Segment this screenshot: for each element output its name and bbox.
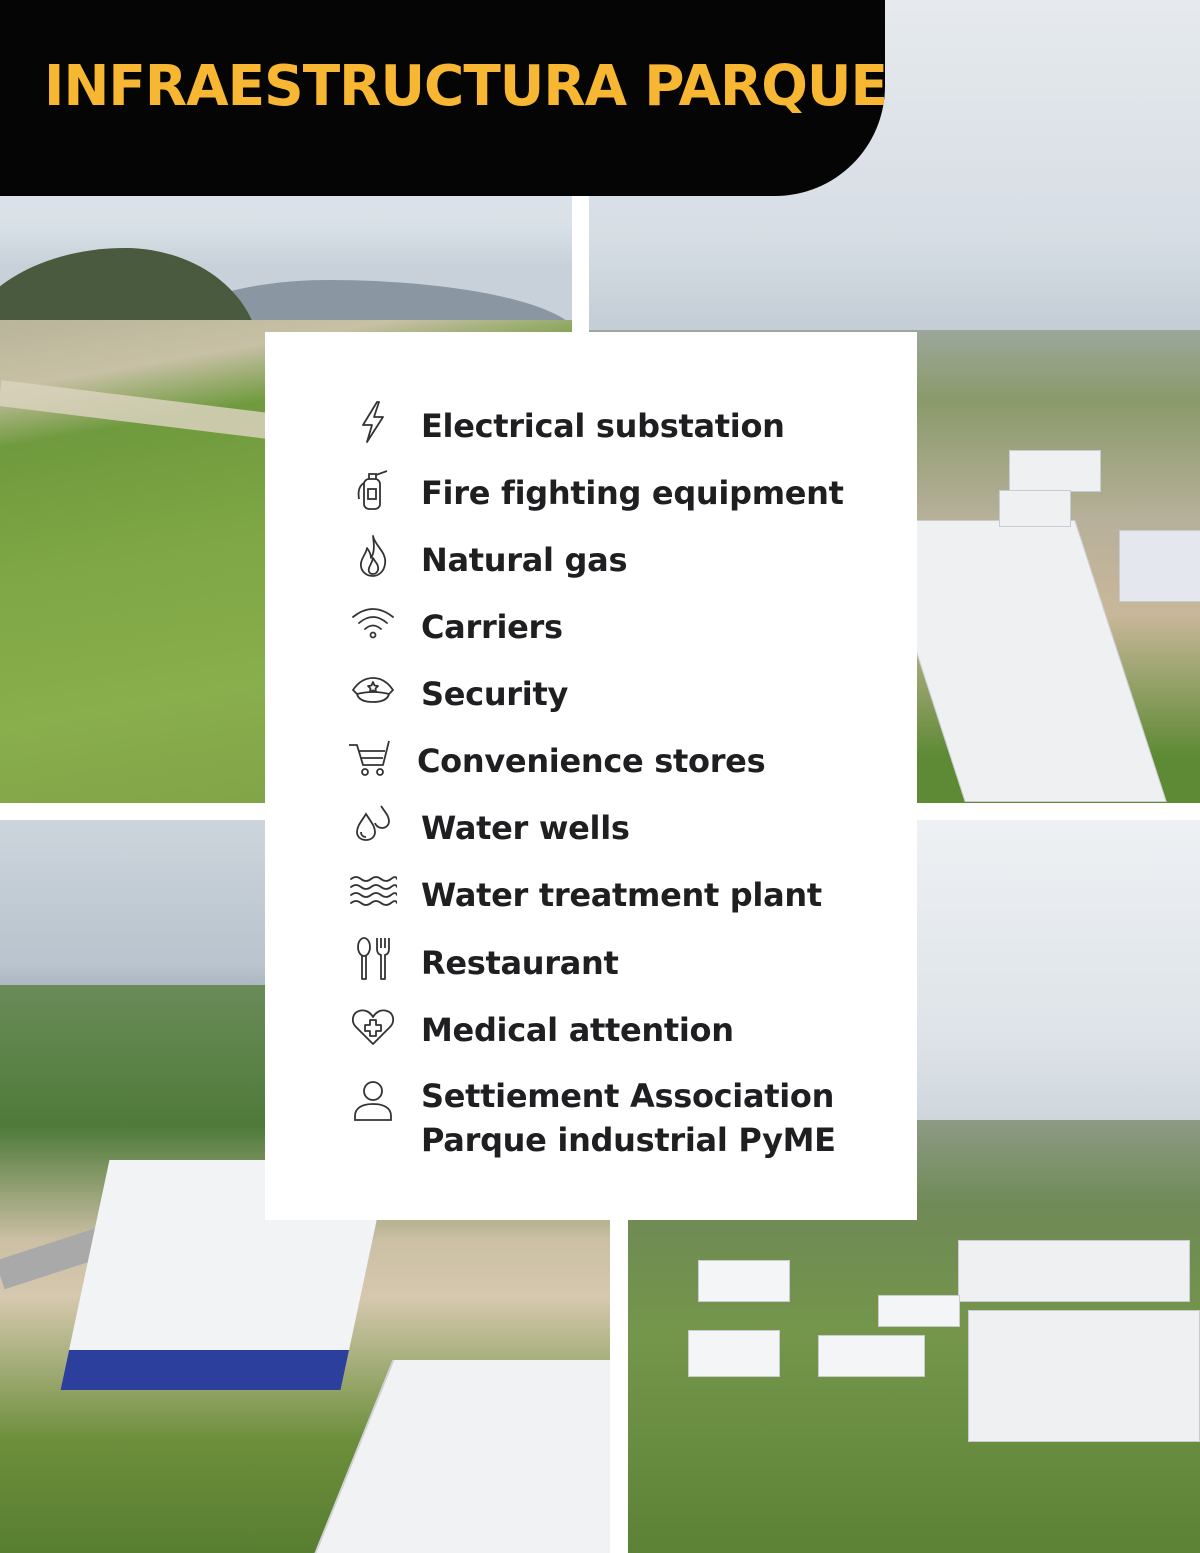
amenity-label: Security <box>421 675 569 713</box>
page-title: INFRAESTRUCTURA PARQUE <box>44 54 888 119</box>
police-cap-icon <box>347 664 399 716</box>
amenity-label: Carriers <box>421 608 563 646</box>
fork-spoon-icon <box>347 933 399 985</box>
amenity-item: Carriers <box>347 605 563 649</box>
amenity-label-line-2: Parque industrial PyME <box>421 1121 836 1159</box>
amenity-item: Settiement Association Parque industrial… <box>347 1074 836 1162</box>
water-drops-icon <box>347 798 399 850</box>
amenity-label: Restaurant <box>421 944 619 982</box>
shopping-cart-icon <box>343 731 395 783</box>
amenity-item: Security <box>347 672 568 716</box>
amenity-label: Water treatment plant <box>421 876 822 914</box>
amenity-item: Natural gas <box>347 535 628 582</box>
lightning-icon <box>347 396 399 448</box>
amenity-label: Medical attention <box>421 1011 734 1049</box>
header-banner: INFRAESTRUCTURA PARQUE <box>0 0 888 196</box>
amenity-label: Natural gas <box>421 541 628 579</box>
amenity-item: Water treatment plant <box>347 873 822 917</box>
amenity-item: Water wells <box>347 805 630 850</box>
amenities-card: Electrical substation Fire fighting equi… <box>265 332 917 1220</box>
amenity-item: Electrical substation <box>347 401 785 448</box>
heart-cross-icon <box>347 1000 399 1052</box>
flame-icon <box>347 530 399 582</box>
amenity-item: Fire fighting equipment <box>347 470 844 515</box>
amenity-item: Restaurant <box>347 937 619 985</box>
amenity-item: Convenience stores <box>343 739 766 783</box>
amenity-label: Settiement Association <box>421 1077 835 1115</box>
fire-extinguisher-icon <box>347 463 399 515</box>
person-icon <box>347 1074 399 1126</box>
amenity-label: Electrical substation <box>421 407 785 445</box>
wifi-icon <box>347 597 399 649</box>
waves-icon <box>347 865 399 917</box>
amenity-item: Medical attention <box>347 1008 734 1052</box>
amenity-label: Water wells <box>421 809 630 847</box>
amenity-label: Fire fighting equipment <box>421 474 844 512</box>
amenity-label: Convenience stores <box>417 742 766 780</box>
